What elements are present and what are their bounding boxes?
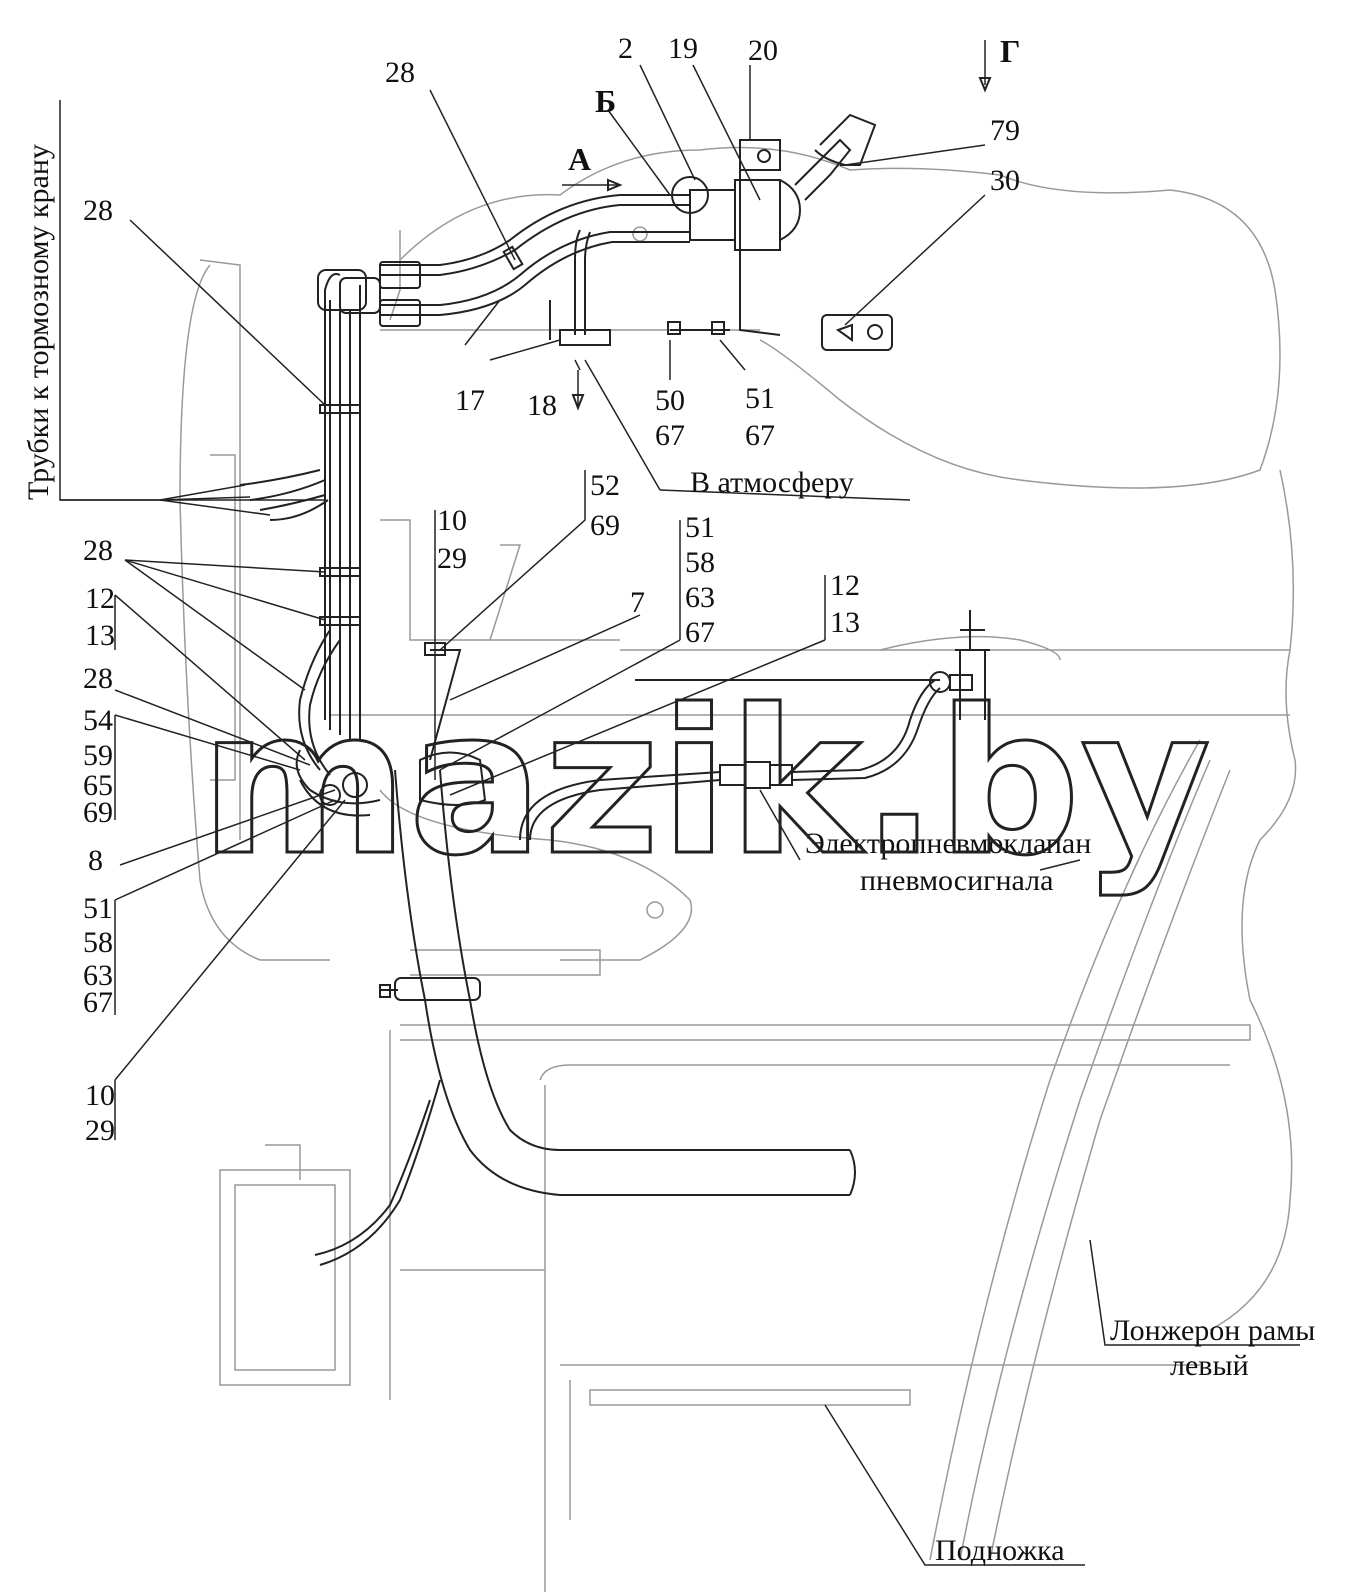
callout-19: 19	[668, 32, 698, 65]
callout-67-d: 67	[83, 986, 113, 1019]
callout-65: 65	[83, 769, 113, 802]
label-to-atmosphere: В атмосферу	[690, 466, 854, 499]
callout-51-c: 51	[83, 892, 113, 925]
label-valve-line1: Электропневмоклапан	[805, 827, 1091, 860]
brake-tubes-label: Трубки к тормозному крану	[22, 144, 55, 500]
callout-20: 20	[748, 34, 778, 67]
callout-view-g: Г	[1000, 33, 1020, 69]
callout-51-b: 51	[685, 511, 715, 544]
leader-lines	[59, 40, 1300, 1566]
callout-51-a: 51	[745, 382, 775, 415]
callout-69-a: 69	[590, 509, 620, 542]
callout-18: 18	[527, 389, 557, 422]
callout-79: 79	[990, 114, 1020, 147]
signal-valve-line	[519, 610, 990, 841]
callout-63-a: 63	[685, 581, 715, 614]
callout-7: 7	[630, 586, 645, 619]
callout-58-b: 58	[83, 926, 113, 959]
callout-69-b: 69	[83, 796, 113, 829]
callout-13-a: 13	[85, 619, 115, 652]
callout-view-a: А	[568, 141, 591, 177]
callout-30: 30	[990, 164, 1020, 197]
callout-58-a: 58	[685, 546, 715, 579]
label-valve-line2: пневмосигнала	[860, 864, 1053, 897]
valve-bracket	[667, 113, 877, 336]
label-frame-line2: левый	[1170, 1349, 1249, 1382]
callout-10-b: 10	[85, 1079, 115, 1112]
callout-17: 17	[455, 384, 485, 417]
callout-63-b: 63	[83, 959, 113, 992]
callout-67-c: 67	[685, 616, 715, 649]
callout-12-a: 12	[85, 582, 115, 615]
callout-2: 2	[618, 32, 633, 65]
watermark: mazik.by	[200, 667, 1211, 900]
callout-50: 50	[655, 384, 685, 417]
callout-28-mid: 28	[83, 534, 113, 567]
callout-view-b: Б	[595, 83, 616, 119]
callout-28-left: 28	[83, 194, 113, 227]
callout-29-a: 29	[437, 542, 467, 575]
callout-28-top: 28	[385, 56, 415, 89]
callout-28-low: 28	[83, 662, 113, 695]
indicator-panel-30	[821, 314, 893, 351]
background-contours	[179, 146, 1297, 1592]
callout-67-b: 67	[745, 419, 775, 452]
callout-10-a: 10	[437, 504, 467, 537]
label-step: Подножка	[935, 1534, 1065, 1567]
callout-12-b: 12	[830, 569, 860, 602]
callout-29-b: 29	[85, 1114, 115, 1147]
callout-67-a: 67	[655, 419, 685, 452]
callout-13-b: 13	[830, 606, 860, 639]
callout-54: 54	[83, 704, 113, 737]
brake-tubes	[317, 194, 690, 740]
text-labels: В атмосферу Электропневмоклапан пневмоси…	[690, 466, 1315, 1567]
callout-8: 8	[88, 844, 103, 877]
callout-59: 59	[83, 739, 113, 772]
callout-52: 52	[590, 469, 620, 502]
callout-numbers: 28 2 19 20 Б Г 79 30 А 28 17 18 50 67 51…	[83, 32, 1020, 1147]
brake-tube-bundle	[239, 469, 341, 776]
corrugated-hose	[314, 769, 856, 1266]
label-frame-line1: Лонжерон рамы	[1110, 1314, 1315, 1347]
